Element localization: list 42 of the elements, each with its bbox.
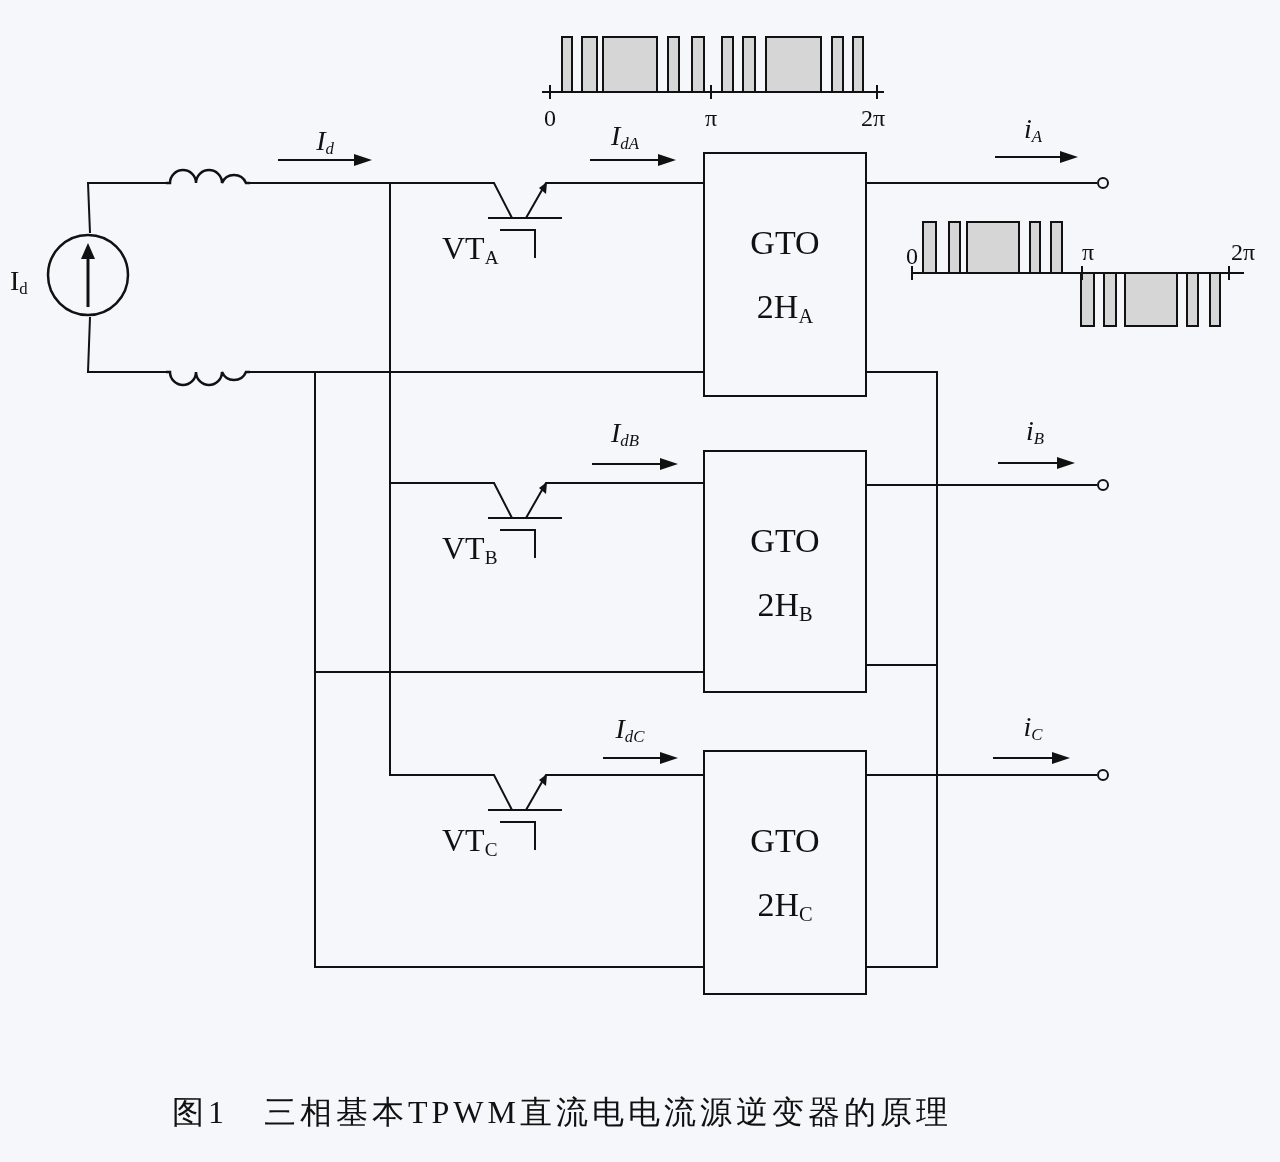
current-label: i$_{A}$ xyxy=(1024,114,1042,146)
transistor-label: VT$_{A}$ xyxy=(442,232,499,267)
transistor-label: VT$_{B}$ xyxy=(442,532,498,567)
gto-block xyxy=(703,750,867,995)
wire xyxy=(86,182,167,234)
tick-label: 2π xyxy=(1230,240,1256,264)
gto-block xyxy=(703,450,867,693)
wire xyxy=(866,484,1098,486)
block-label: GTO xyxy=(750,226,820,260)
current-label: I$_{d}$ xyxy=(316,126,334,158)
figure-caption: 图1 三相基本TPWM直流电电流源逆变器的原理 xyxy=(172,1096,952,1128)
wire xyxy=(561,482,704,484)
wire xyxy=(866,371,938,666)
tick-label: 2π xyxy=(860,106,886,130)
tick-label: π xyxy=(1081,240,1095,264)
gto-block xyxy=(703,152,867,397)
block-label: 2H$_{B}$ xyxy=(757,588,813,625)
block-label: 2H$_{C}$ xyxy=(757,888,813,925)
source-label: I$_{d}$ xyxy=(10,267,28,298)
current-label: i$_{B}$ xyxy=(1026,416,1044,448)
wire xyxy=(561,774,704,776)
wire xyxy=(866,774,1098,776)
wire xyxy=(561,182,704,184)
tick-label: 0 xyxy=(544,106,556,130)
transistor-label: VT$_{C}$ xyxy=(442,824,498,859)
wire xyxy=(249,371,704,968)
wire xyxy=(249,182,439,776)
output-terminal xyxy=(1097,177,1109,189)
output-terminal xyxy=(1097,479,1109,491)
wire xyxy=(86,316,167,373)
output-terminal xyxy=(1097,769,1109,781)
tick-label: 0 xyxy=(906,244,918,268)
current-label: I$_{dA}$ xyxy=(611,121,639,153)
block-label: GTO xyxy=(750,824,820,858)
wire xyxy=(866,664,938,968)
tick-label: π xyxy=(704,106,718,130)
current-label: I$_{dB}$ xyxy=(611,418,639,450)
wire xyxy=(866,182,1098,184)
current-label: i$_{C}$ xyxy=(1023,712,1043,744)
current-label: I$_{dC}$ xyxy=(615,714,645,746)
block-label: 2H$_{A}$ xyxy=(756,290,814,327)
block-label: GTO xyxy=(750,524,820,558)
